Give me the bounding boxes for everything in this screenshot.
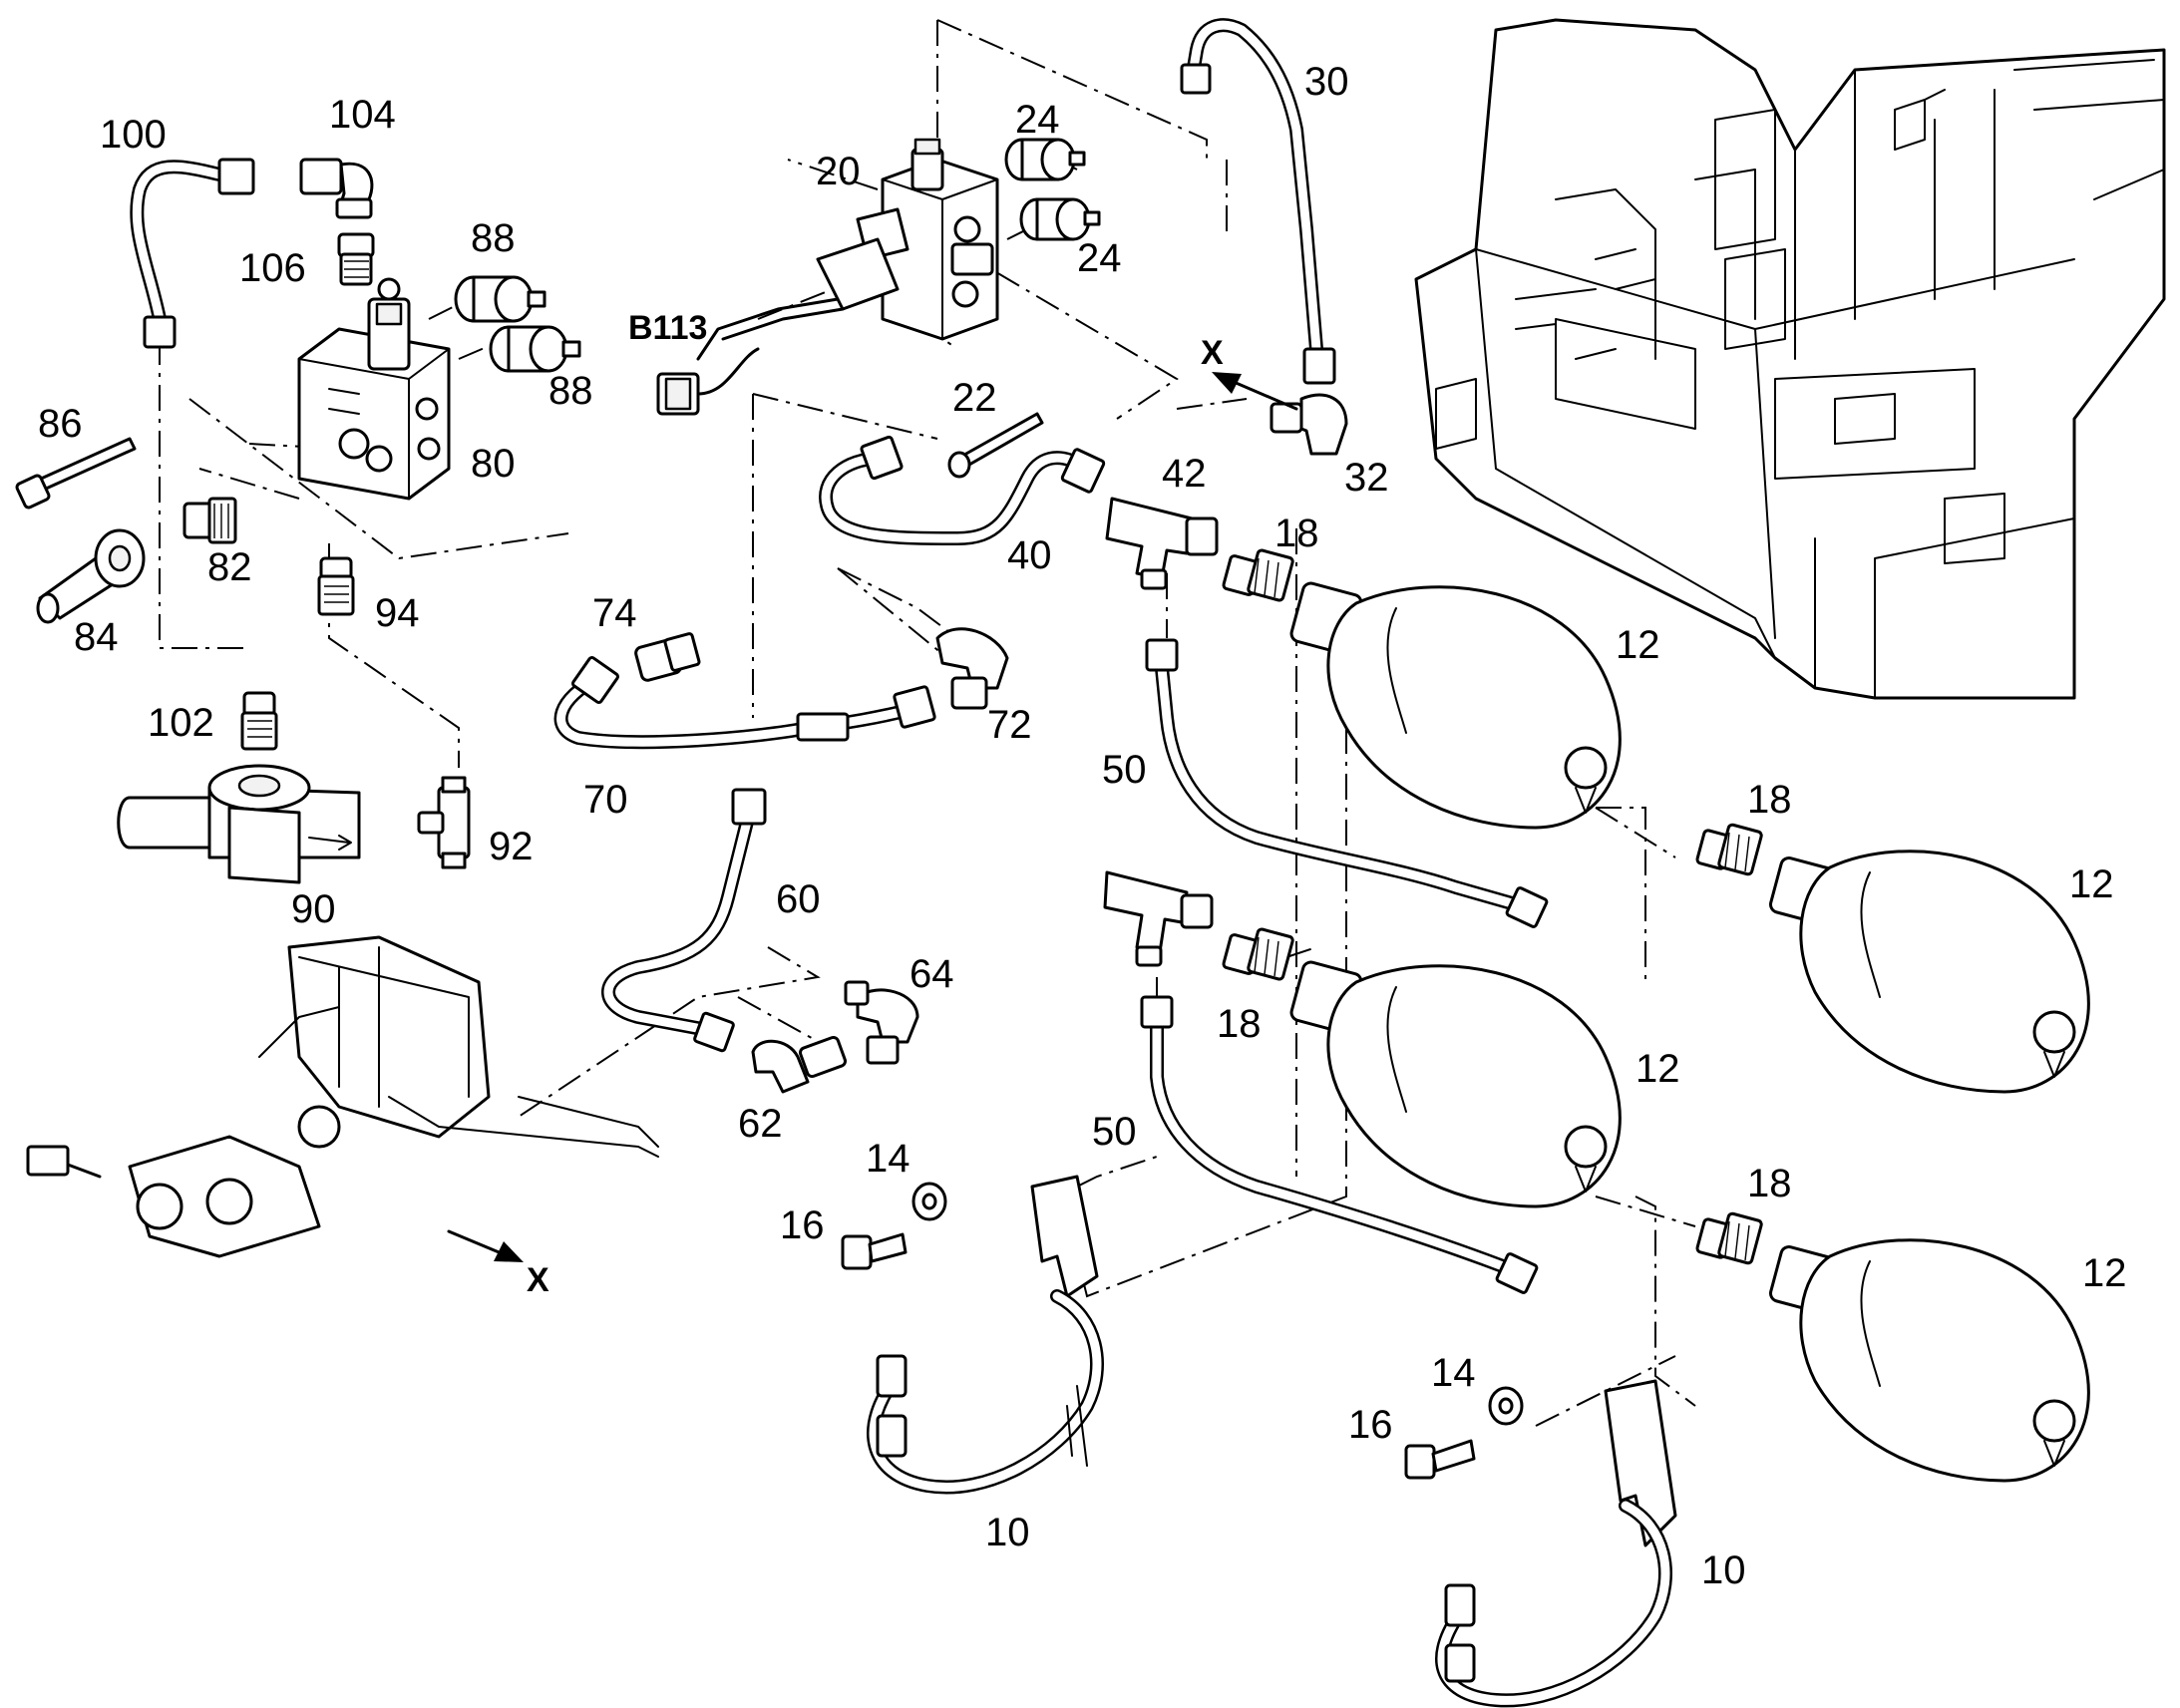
label-84: 84: [74, 615, 119, 659]
label-50-upper: 50: [1102, 748, 1147, 792]
label-12-c: 12: [2069, 862, 2114, 906]
label-view-x-bottom: X: [527, 1261, 549, 1299]
label-12-d: 12: [2082, 1251, 2127, 1295]
bolt-16-a: [841, 1232, 908, 1270]
adapter-82: [182, 497, 237, 544]
label-88-upper: 88: [471, 216, 516, 260]
label-106: 106: [239, 246, 306, 290]
bolt-22: [947, 412, 1044, 479]
tube-70: [553, 671, 924, 750]
elbow-104: [299, 158, 374, 219]
tube-50-lower: [1150, 1020, 1523, 1278]
connector-b113: [656, 347, 760, 416]
plug-88-lower: [489, 325, 581, 373]
label-18-c: 18: [1747, 778, 1792, 822]
clamp-10-b: [1435, 1379, 1677, 1708]
valve-block-20: [696, 138, 999, 361]
accumulator-12-c: [1769, 850, 2090, 1094]
plug-88-upper: [454, 275, 546, 323]
adapter-18-a: [1222, 548, 1294, 602]
tube-nuts: [143, 63, 1549, 1294]
tube-100: [130, 160, 226, 326]
elbow-64: [844, 980, 919, 1065]
valve-block-80: [297, 277, 451, 501]
accumulator-12-b: [1289, 960, 1622, 1208]
label-70: 70: [583, 778, 628, 822]
label-18-b: 18: [1217, 1002, 1262, 1046]
pump-assembly: [26, 935, 659, 1258]
label-20: 20: [816, 150, 861, 193]
label-12-a: 12: [1616, 623, 1660, 667]
accumulator-12-d: [1769, 1238, 2090, 1483]
label-50-lower: 50: [1092, 1110, 1137, 1154]
plug-24-lower: [1019, 197, 1101, 241]
label-64: 64: [909, 952, 954, 996]
valve-90: [117, 764, 361, 884]
tube-30: [1185, 18, 1323, 356]
label-24-upper: 24: [1015, 98, 1060, 142]
adapter-18-d: [1695, 1211, 1763, 1265]
machine-frame: [1414, 18, 2166, 700]
tee-42: [1105, 497, 1219, 590]
label-72: 72: [987, 703, 1032, 747]
label-62: 62: [738, 1102, 783, 1146]
label-14-b: 14: [1431, 1351, 1476, 1395]
washer-14-b: [1488, 1386, 1524, 1426]
label-40: 40: [1007, 533, 1052, 577]
tube-60: [601, 811, 755, 1039]
adapter-18-b: [1222, 927, 1294, 981]
view-arrow-x-bottom: [447, 1229, 524, 1262]
label-92: 92: [489, 825, 534, 868]
label-82: 82: [207, 545, 252, 589]
accumulator-12-a: [1289, 581, 1622, 830]
label-22: 22: [952, 376, 997, 420]
label-16-a: 16: [780, 1203, 825, 1247]
label-16-b: 16: [1348, 1403, 1393, 1447]
adapter-18-c: [1695, 823, 1763, 876]
label-100: 100: [100, 113, 167, 157]
label-102: 102: [148, 701, 214, 745]
label-12-b: 12: [1635, 1047, 1680, 1091]
tube-40: [819, 451, 1094, 545]
plug-24-upper: [1004, 138, 1086, 181]
label-32: 32: [1344, 456, 1389, 500]
tee-middle: [1103, 870, 1214, 967]
label-74: 74: [592, 591, 637, 635]
label-88-lower: 88: [548, 369, 593, 413]
elbow-32: [1270, 393, 1348, 456]
adapter-94: [317, 556, 355, 616]
washer-14-a: [911, 1182, 947, 1221]
callout-labels: 100 104 106 88 88 86 80 82 94 84 102 92 …: [38, 60, 2127, 1592]
adapter-102: [240, 691, 278, 751]
view-arrow-x-top: [1212, 372, 1298, 411]
label-90: 90: [291, 887, 336, 931]
tube-50-upper: [1155, 661, 1533, 914]
label-86: 86: [38, 402, 83, 446]
label-104: 104: [329, 93, 396, 137]
label-18-d: 18: [1747, 1162, 1792, 1205]
adapter-106: [337, 232, 375, 286]
label-94: 94: [375, 591, 420, 635]
adapter-74: [634, 632, 701, 682]
label-80: 80: [471, 442, 516, 486]
label-10-b: 10: [1701, 1548, 1746, 1592]
label-60: 60: [776, 877, 821, 921]
elbow-72: [935, 627, 1009, 710]
label-42: 42: [1162, 452, 1207, 496]
label-b113: B113: [628, 309, 707, 347]
tee-92: [417, 776, 471, 869]
label-14-a: 14: [866, 1137, 910, 1181]
label-24-lower: 24: [1077, 236, 1122, 280]
label-18-a: 18: [1274, 512, 1319, 555]
bolt-86: [15, 437, 137, 510]
label-10-a: 10: [985, 1511, 1030, 1554]
banjo-84: [36, 528, 146, 624]
elbow-62: [751, 1035, 848, 1094]
clamp-10-a: [867, 1175, 1104, 1495]
bolt-16-b: [1404, 1439, 1476, 1480]
label-view-x-top: X: [1201, 334, 1224, 372]
label-30: 30: [1304, 60, 1349, 104]
